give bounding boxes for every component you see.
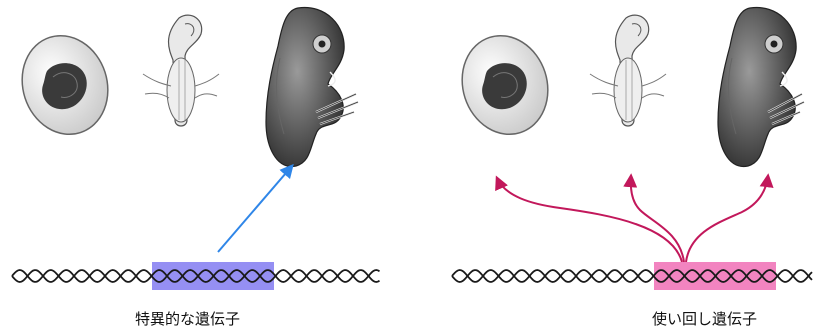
embryo-early-egg-icon bbox=[450, 24, 561, 145]
reused-gene-arrows bbox=[497, 176, 768, 262]
embryo-early-egg-icon bbox=[10, 24, 121, 145]
embryo-late-fetus-icon bbox=[718, 8, 804, 167]
specific-gene-arrow bbox=[218, 166, 292, 252]
caption-specific-gene: 特異的な遺伝子 bbox=[135, 310, 240, 328]
panel-specific-gene: 特異的な遺伝子 bbox=[10, 8, 380, 328]
panel-reused-gene: 使い回し遺伝子 bbox=[450, 8, 812, 328]
caption-reused-gene: 使い回し遺伝子 bbox=[652, 310, 757, 328]
reused-gene-arrow-to-stage3 bbox=[686, 176, 768, 262]
embryo-late-fetus-icon bbox=[266, 8, 358, 167]
dna-double-helix-icon bbox=[12, 262, 380, 290]
embryo-mid-organogenesis-icon bbox=[143, 15, 219, 126]
embryo-mid-organogenesis-icon bbox=[590, 15, 666, 126]
dna-double-helix-icon bbox=[452, 262, 812, 290]
